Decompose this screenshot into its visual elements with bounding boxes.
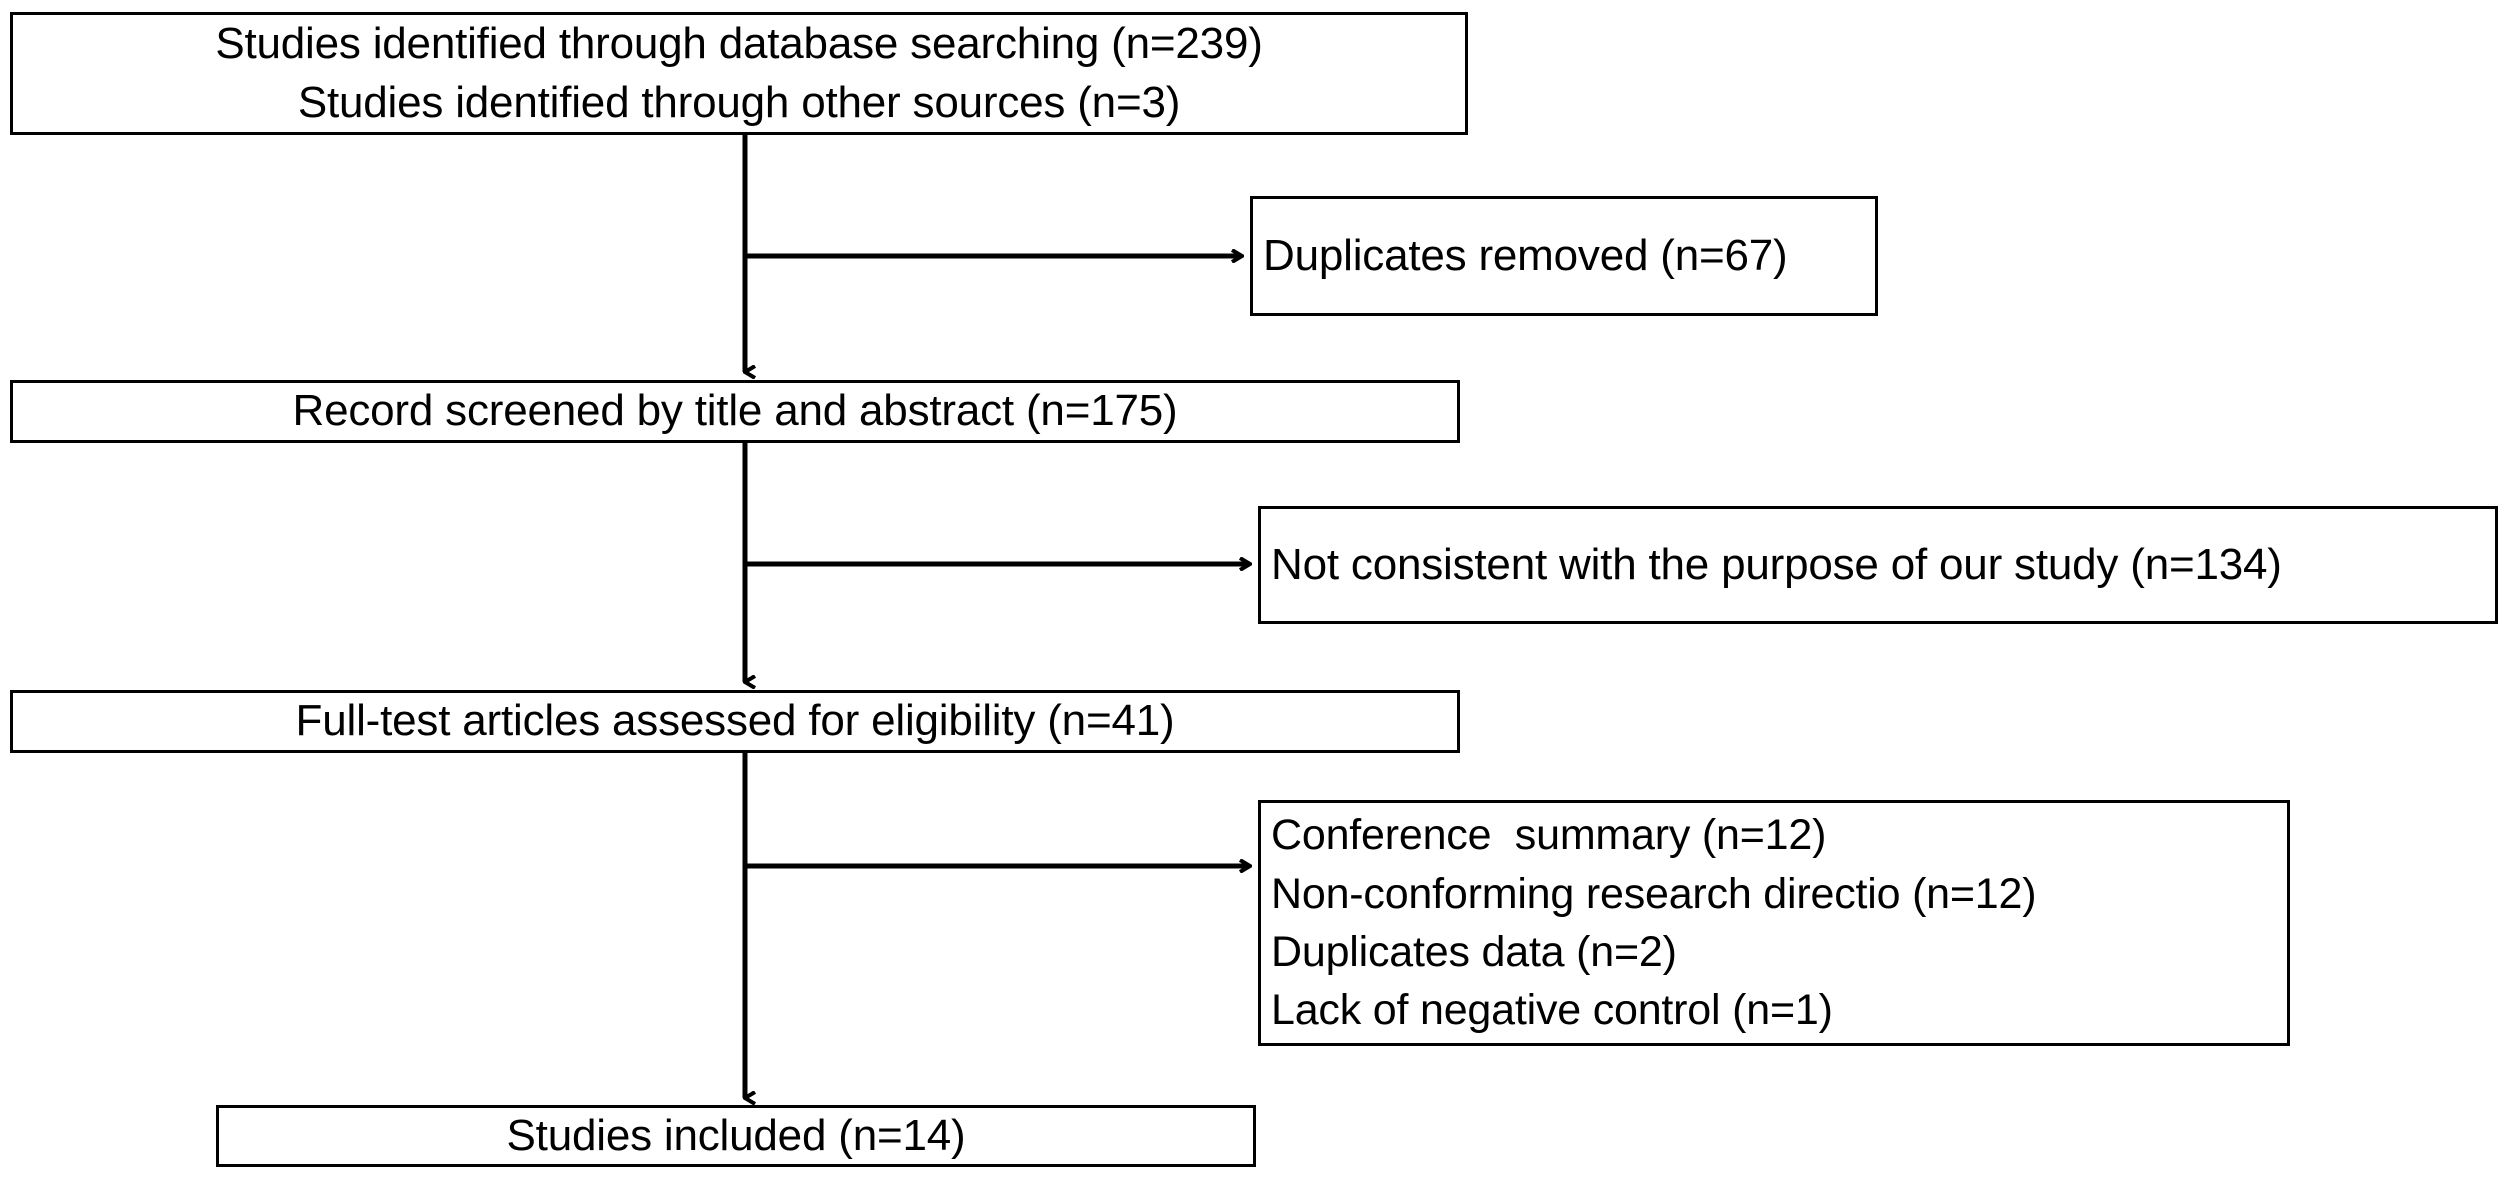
node-identification-line-1: Studies identified through database sear… (215, 19, 1263, 69)
node-full-text-assessed-line-1: Full-test articles assessed for eligibil… (295, 696, 1175, 746)
node-exclusion-reasons-line-2: Non-conforming research directio (n=12) (1271, 869, 2037, 918)
node-full-text-assessed: Full-test articles assessed for eligibil… (10, 690, 1460, 753)
node-identification-line-2: Studies identified through other sources… (297, 77, 1181, 127)
node-identification: Studies identified through database sear… (10, 12, 1468, 135)
node-exclusion-reasons: Conference summary (n=12) Non-conforming… (1258, 800, 2290, 1046)
node-not-consistent: Not consistent with the purpose of our s… (1258, 506, 2498, 624)
node-exclusion-reasons-line-4: Lack of negative control (n=1) (1271, 986, 1833, 1035)
node-exclusion-reasons-line-3: Duplicates data (n=2) (1271, 928, 1677, 976)
node-records-screened: Record screened by title and abstract (n… (10, 380, 1460, 443)
node-duplicates-removed: Duplicates removed (n=67) (1250, 196, 1878, 316)
node-records-screened-line-1: Record screened by title and abstract (n… (292, 386, 1178, 436)
node-not-consistent-line-1: Not consistent with the purpose of our s… (1271, 539, 2282, 589)
node-exclusion-reasons-line-1: Conference summary (n=12) (1271, 811, 1827, 860)
node-studies-included-line-1: Studies included (n=14) (506, 1110, 966, 1160)
node-duplicates-removed-line-1: Duplicates removed (n=67) (1263, 230, 1788, 280)
node-studies-included: Studies included (n=14) (216, 1105, 1256, 1167)
